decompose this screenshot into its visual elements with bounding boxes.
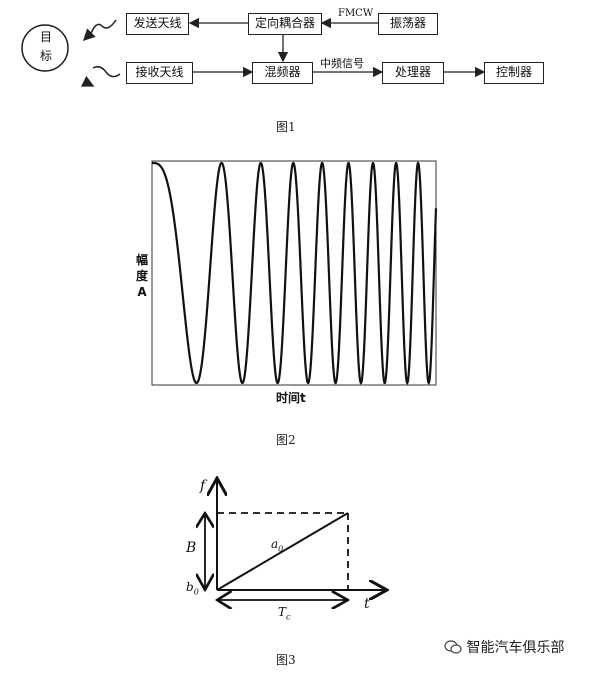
watermark-text: 智能汽车俱乐部: [466, 640, 565, 656]
target-label: 目 标: [39, 30, 52, 63]
figure-3-caption: 图3: [276, 653, 296, 667]
tc-label: Tc: [278, 605, 291, 622]
chirp-series-line: [152, 161, 438, 385]
oscillator-block: 振荡器: [378, 13, 438, 35]
target-circle: [21, 24, 69, 72]
b-label: B: [186, 540, 197, 556]
controller-block: 控制器: [484, 62, 544, 84]
plot-frame: [151, 160, 437, 386]
mixer-block: 混频器: [252, 62, 313, 84]
f-label: f: [200, 478, 206, 494]
chirp-chart: [151, 160, 438, 386]
processor-block: 处理器: [382, 62, 444, 84]
if-signal-label: 中频信号: [320, 57, 364, 70]
receive-wave: [92, 65, 121, 78]
transmit-antenna-block: 发送天线: [126, 13, 189, 35]
figure-1-caption: 图1: [276, 120, 296, 134]
figure-1-connectors: [21, 17, 486, 87]
t-label: t: [364, 596, 370, 612]
x-axis-label: 时间t: [276, 391, 306, 405]
figure-2-caption: 图2: [276, 433, 296, 447]
fmcw-label: FMCW: [338, 8, 374, 19]
receive-antenna-block: 接收天线: [126, 62, 193, 84]
watermark: 智能汽车俱乐部: [444, 637, 564, 657]
wechat-icon: [444, 640, 462, 654]
directional-coupler-block: 定向耦合器: [248, 13, 322, 35]
b0-label: b0: [186, 580, 199, 597]
y-axis-label: 幅 度 A: [135, 253, 148, 299]
frequency-ramp: [216, 512, 349, 591]
a0-label: a0: [271, 537, 284, 554]
